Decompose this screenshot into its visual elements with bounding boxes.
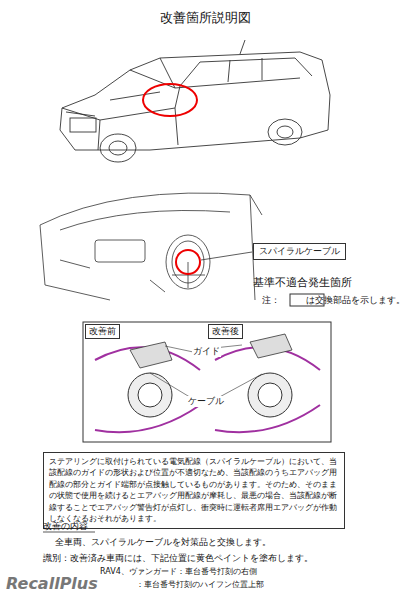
location-label: 基準不適合発生箇所 — [253, 276, 352, 289]
panel-heading: 改善後 — [208, 324, 243, 339]
part-label: ガイド — [192, 346, 221, 357]
underline — [43, 532, 95, 533]
note-text: ：車台番号打刻のハイフン位置上部 — [136, 580, 264, 590]
part-label: ケーブル — [187, 396, 225, 407]
node-text: ステアリングに取付けられている電気配線（スパイラルケーブル）において、当該配線の… — [49, 456, 339, 525]
note-text: RAV4、ヴァンガード：車台番号打刻の右側 — [100, 567, 257, 577]
panel-heading: 改善前 — [85, 324, 120, 339]
before-drawing — [95, 342, 200, 432]
car-drawing — [60, 40, 330, 162]
watermark: RecallPlus — [6, 574, 98, 593]
after-drawing — [214, 334, 320, 432]
note-label: は交換部品を示します。 — [306, 295, 405, 306]
highlight-circle — [143, 84, 197, 116]
comparison-frame — [83, 322, 331, 442]
highlight-circle — [176, 250, 200, 274]
node-text: スパイラルケーブル — [259, 245, 340, 258]
note-label: 注： — [262, 295, 280, 306]
leader-line — [201, 252, 252, 260]
note-text: 全車両、スパイラルケーブルを対策品と交換します。 — [55, 537, 271, 547]
note-text: 識別：改善済み車両には、下記位置に黄色ペイントを塗布します。 — [43, 553, 313, 563]
section-heading: 改善の内容 — [43, 521, 88, 532]
description-box: ステアリングに取付けられている電気配線（スパイラルケーブル）において、当該配線の… — [43, 452, 345, 529]
before-panel: 改善前 — [85, 324, 205, 440]
dashboard-drawing — [40, 193, 262, 300]
after-panel: 改善後 — [208, 324, 329, 440]
title: 改善箇所説明図 — [160, 10, 251, 26]
callout-box: スパイラルケーブル — [253, 243, 346, 260]
